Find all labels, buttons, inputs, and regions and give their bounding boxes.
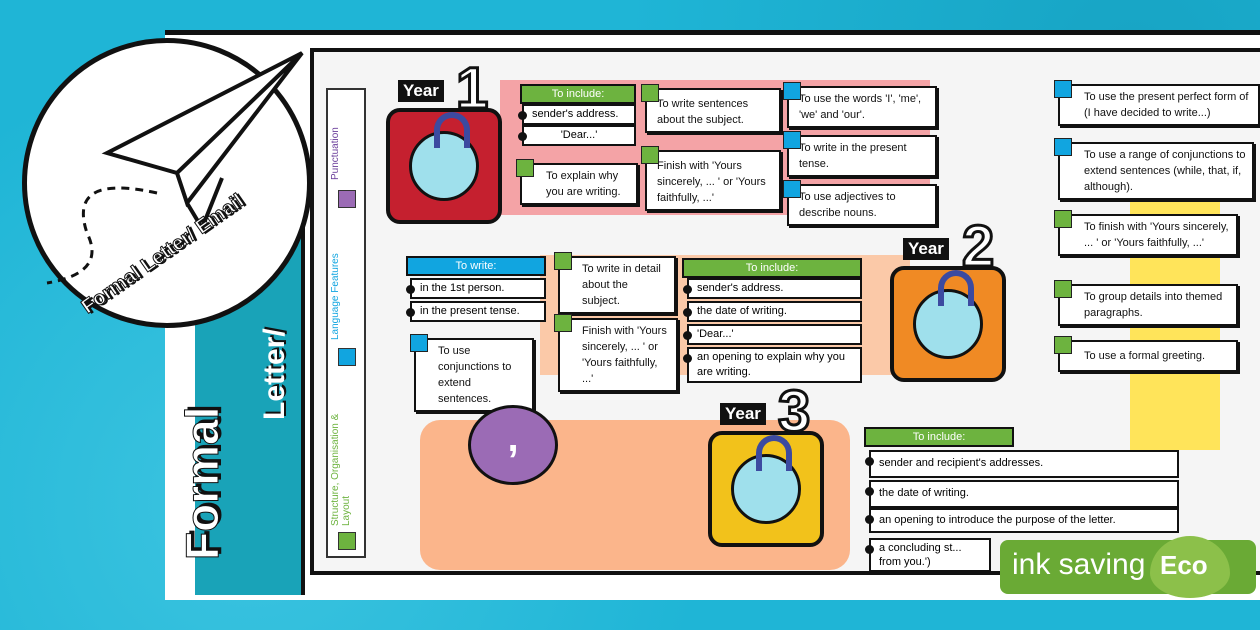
year1-card xyxy=(386,108,502,224)
structure-marker xyxy=(641,84,659,102)
year2-row: the date of writing. xyxy=(683,301,862,322)
year3-include-header: To include: xyxy=(864,427,1014,447)
year3-row: sender and recipient's addresses. xyxy=(865,450,1179,478)
year1-box: To write in the present tense. xyxy=(783,131,937,177)
box-text: To group details into themed paragraphs. xyxy=(1084,291,1223,319)
year3-row: an opening to introduce the purpose of t… xyxy=(865,508,1179,533)
legend-punctuation: Punctuation xyxy=(330,127,341,180)
language-marker xyxy=(410,334,428,352)
box-text: To use a formal greeting. xyxy=(1084,350,1206,362)
language-marker xyxy=(1054,138,1072,156)
structure-marker xyxy=(516,159,534,177)
right-box: To use a formal greeting. xyxy=(1054,336,1238,372)
box-text: To use a range of conjunctions to extend… xyxy=(1084,149,1246,193)
punctuation-swatch xyxy=(338,190,356,208)
box-text: Finish with 'Yours sincerely, ... ' or '… xyxy=(657,160,766,204)
vertical-title: Formal xyxy=(176,406,229,560)
paper-plane-icon xyxy=(46,51,304,285)
box-text: To write sentences about the subject. xyxy=(657,98,749,126)
year2-box: To use conjunctions to extend sentences. xyxy=(410,334,534,412)
box-text: To use adjectives to describe nouns. xyxy=(799,191,896,219)
language-marker xyxy=(783,131,801,149)
year1-number: 1 xyxy=(454,56,489,121)
year1-box: To write sentences about the subject. xyxy=(641,84,781,133)
year1-row: sender's address. xyxy=(518,104,636,125)
language-marker xyxy=(783,180,801,198)
character-icon xyxy=(731,435,801,524)
box-text: To use the words 'I', 'me', 'we' and 'ou… xyxy=(799,93,922,121)
year3-row: a concluding st... from you.') xyxy=(865,538,991,572)
right-box: To finish with 'Yours sincerely, ... ' o… xyxy=(1054,210,1238,256)
box-text: Finish with 'Yours sincerely, ... ' or '… xyxy=(582,325,667,385)
right-box: To use the present perfect form of (I ha… xyxy=(1054,80,1260,126)
structure-marker xyxy=(554,252,572,270)
vertical-subtitle: Letter/ xyxy=(258,328,291,420)
structure-marker xyxy=(1054,280,1072,298)
year3-card xyxy=(708,431,824,547)
box-text: To write in the present tense. xyxy=(799,142,907,170)
year1-box: To use adjectives to describe nouns. xyxy=(783,180,937,226)
box-text: To finish with 'Yours sincerely, ... ' o… xyxy=(1084,221,1229,249)
year2-write-row: in the present tense. xyxy=(406,301,546,322)
year3-number: 3 xyxy=(776,379,811,444)
year1-box: To use the words 'I', 'me', 'we' and 'ou… xyxy=(783,82,937,128)
legend: Punctuation Language Features Structure,… xyxy=(326,88,366,558)
structure-marker xyxy=(641,146,659,164)
year2-include-header: To include: xyxy=(682,258,862,278)
year1-box: Finish with 'Yours sincerely, ... ' or '… xyxy=(641,146,781,211)
language-marker xyxy=(783,82,801,100)
year2-row: an opening to explain why you are writin… xyxy=(683,347,862,383)
eco-badge: Eco xyxy=(1160,550,1208,580)
structure-marker xyxy=(1054,336,1072,354)
title-badge: Formal Letter/ Email xyxy=(22,38,312,328)
language-swatch xyxy=(338,348,356,366)
year1-box: To explain why you are writing. xyxy=(516,159,638,205)
box-text: To write in detail about the subject. xyxy=(582,263,661,307)
year2-number: 2 xyxy=(960,214,995,279)
year3-label: Year xyxy=(720,403,766,425)
year2-card xyxy=(890,266,1006,382)
year1-row: 'Dear...' xyxy=(518,125,636,146)
structure-swatch xyxy=(338,532,356,550)
right-box: To use a range of conjunctions to extend… xyxy=(1054,138,1254,200)
character-icon xyxy=(409,112,479,201)
right-box: To group details into themed paragraphs. xyxy=(1054,280,1238,326)
structure-marker xyxy=(1054,210,1072,228)
comma-bubble: , xyxy=(468,405,558,485)
eco-leaf-icon xyxy=(1150,536,1230,598)
year3-row: the date of writing. xyxy=(865,480,1179,508)
eco-text: ink saving xyxy=(1012,548,1146,581)
language-marker xyxy=(1054,80,1072,98)
year2-row: sender's address. xyxy=(683,278,862,299)
character-icon xyxy=(913,270,983,359)
box-text: To use conjunctions to extend sentences. xyxy=(438,345,512,405)
year2-write-header: To write: xyxy=(406,256,546,276)
year2-box: To write in detail about the subject. xyxy=(554,252,676,314)
structure-marker xyxy=(554,314,572,332)
year1-label: Year xyxy=(398,80,444,102)
year2-write-row: in the 1st person. xyxy=(406,278,546,299)
box-text: To use the present perfect form of (I ha… xyxy=(1084,91,1249,119)
box-text: To explain why you are writing. xyxy=(546,170,621,198)
legend-structure: Structure, Organisation & Layout xyxy=(330,413,352,526)
year2-label: Year xyxy=(903,238,949,260)
legend-language: Language Features xyxy=(330,253,341,340)
year2-box: Finish with 'Yours sincerely, ... ' or '… xyxy=(554,314,678,392)
year2-row: 'Dear...' xyxy=(683,324,862,345)
year1-include-header: To include: xyxy=(520,84,636,104)
